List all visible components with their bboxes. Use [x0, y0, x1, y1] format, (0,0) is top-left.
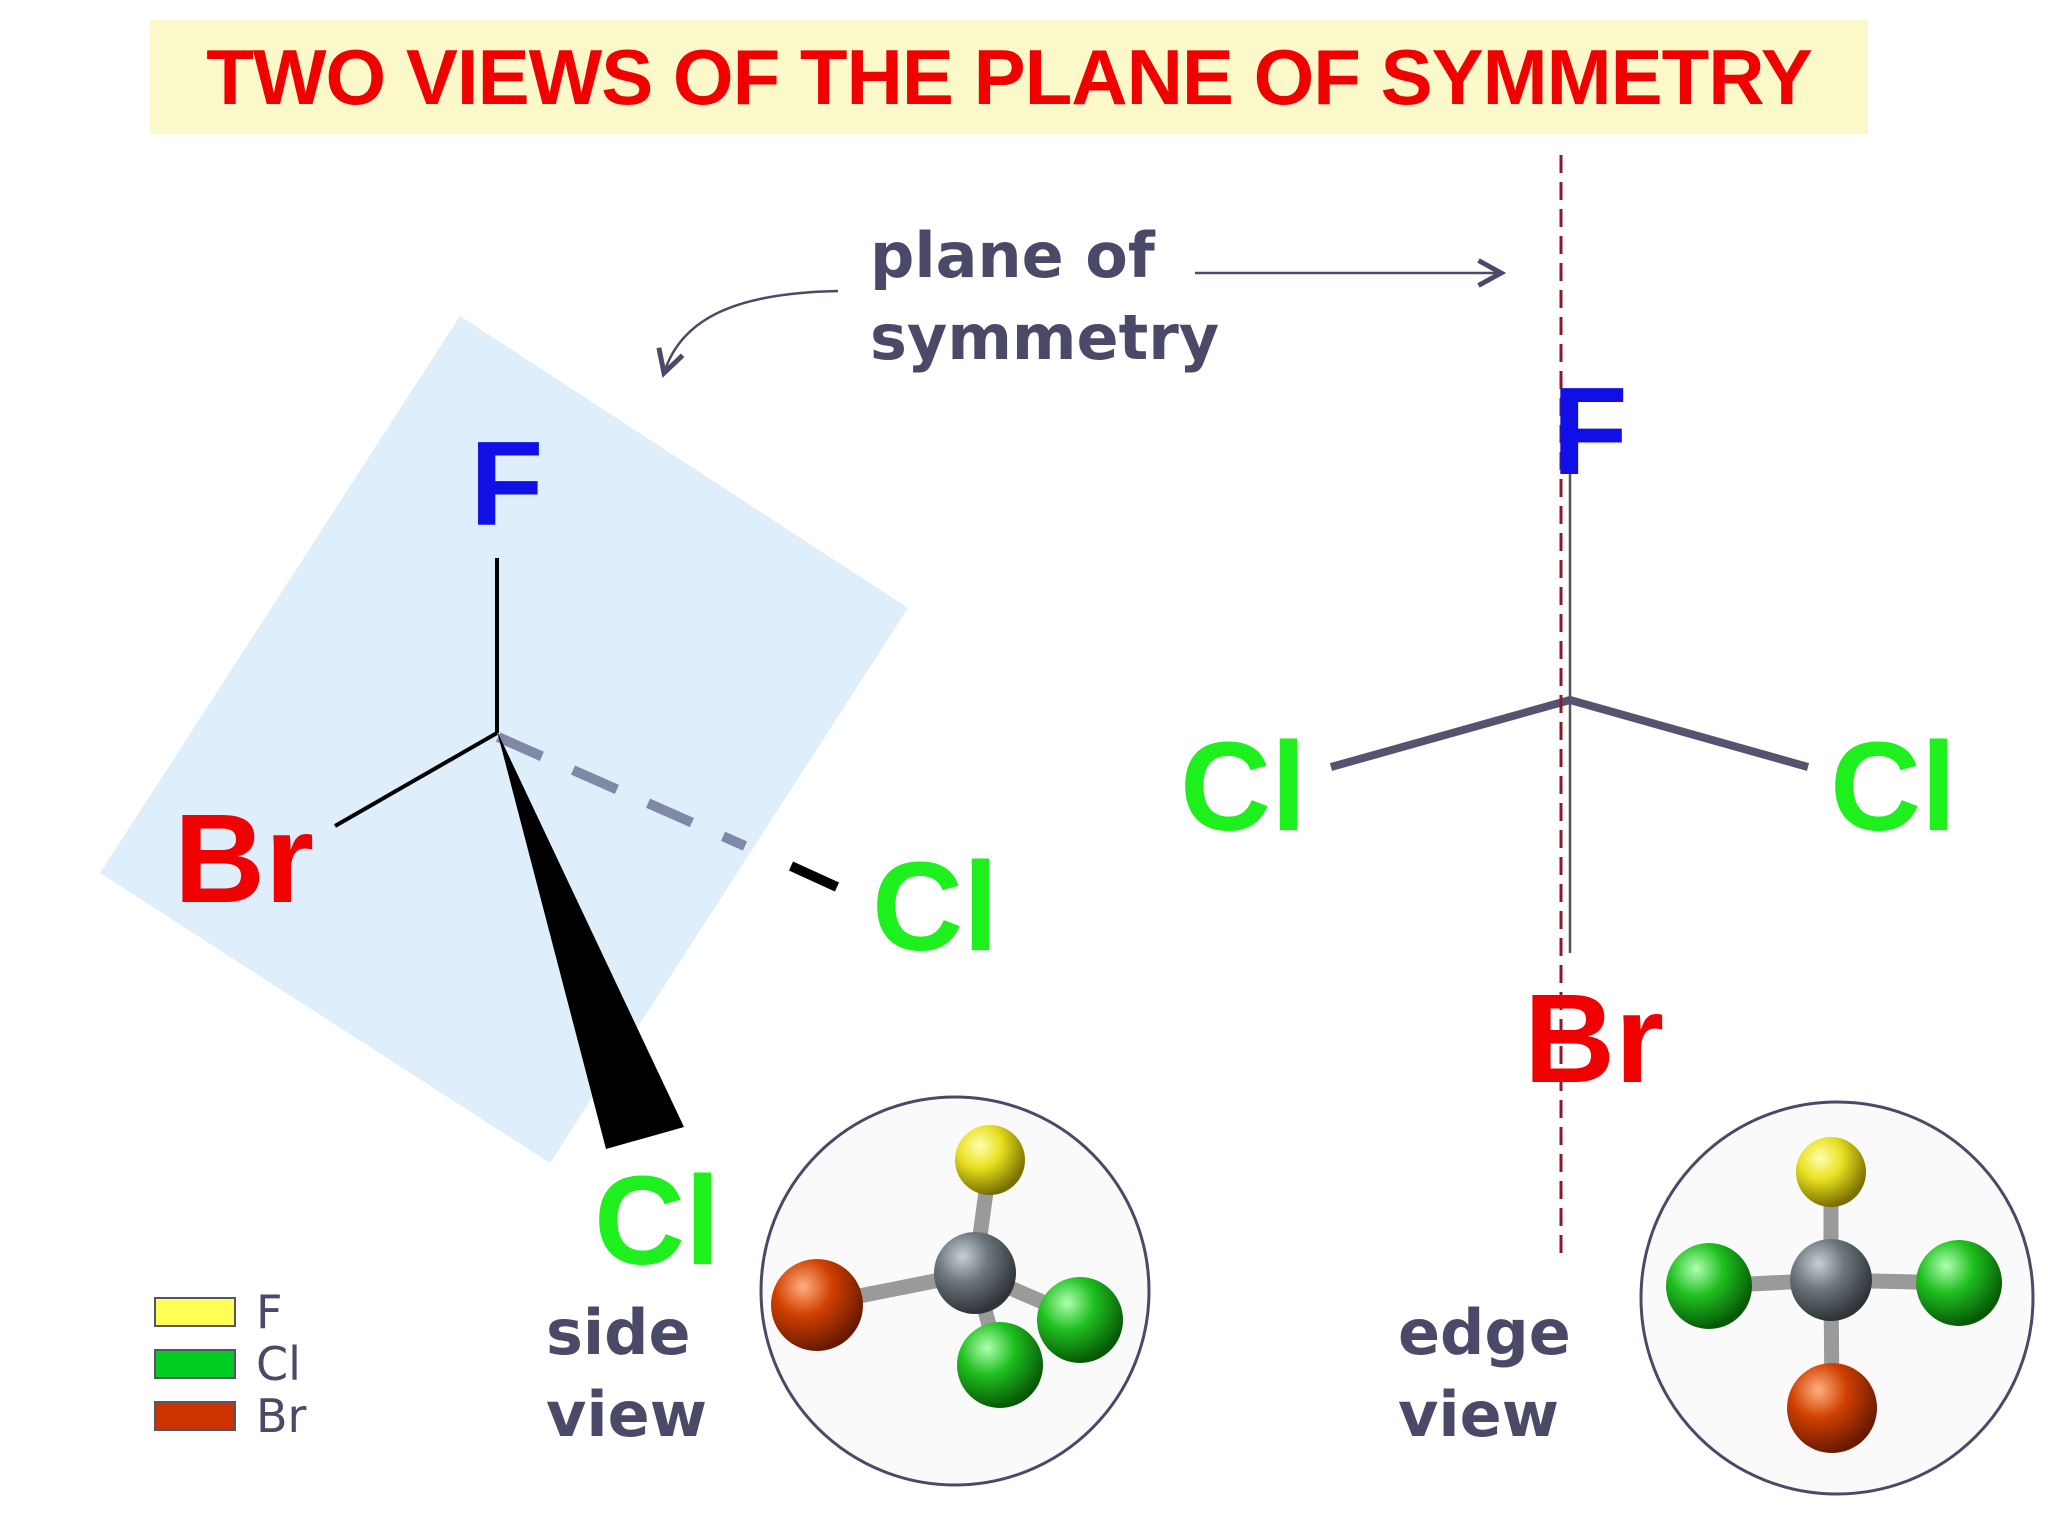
- model-atom-f: [955, 1125, 1025, 1195]
- legend-item-f: F: [154, 1285, 282, 1339]
- legend-item-br: Br: [154, 1389, 306, 1443]
- bond-edge-c-cl-left: [1329, 696, 1572, 771]
- page-title: TWO VIEWS OF THE PLANE OF SYMMETRY: [206, 32, 1812, 121]
- bond-c-cl-dashed: [495, 732, 748, 851]
- ball-stick-model-side: [759, 1095, 1151, 1487]
- side-view-caption-line1: side: [546, 1296, 691, 1369]
- edge-view-caption: edge view: [1398, 1292, 1571, 1456]
- ball-stick-model-edge: [1639, 1100, 2035, 1496]
- side-atom-cl-back: Cl: [872, 836, 998, 977]
- edge-atom-br: Br: [1524, 968, 1665, 1109]
- edge-atom-f: F: [1552, 363, 1628, 501]
- model-atom-c: [934, 1232, 1016, 1314]
- model-atom-br: [771, 1259, 863, 1351]
- side-view-caption-line2: view: [546, 1378, 707, 1451]
- model-atom-c: [1790, 1239, 1872, 1321]
- legend-item-cl: Cl: [154, 1337, 301, 1391]
- legend-swatch-cl: [154, 1349, 236, 1379]
- model-atom-br: [1787, 1363, 1877, 1453]
- legend-label-br: Br: [256, 1389, 307, 1443]
- model-atom-f: [1796, 1137, 1866, 1207]
- title-banner: [150, 20, 1868, 134]
- bond-c-cl-wedge: [497, 731, 684, 1149]
- legend-label-cl: Cl: [256, 1337, 301, 1391]
- model-atom-cl: [1037, 1277, 1123, 1363]
- plane-annotation-line1: plane of: [870, 219, 1155, 292]
- plane-annotation-line2: symmetry: [870, 301, 1220, 374]
- edge-view-caption-line1: edge: [1398, 1296, 1571, 1369]
- model-atom-cl: [1666, 1243, 1752, 1329]
- edge-atom-cl-right: Cl: [1830, 716, 1956, 857]
- side-atom-br: Br: [174, 788, 315, 929]
- plane-annotation: plane of symmetry: [870, 215, 1219, 379]
- legend-swatch-f: [154, 1297, 236, 1327]
- arrow-to-side-plane: [664, 289, 839, 373]
- bond-c-cl-dash-end: [788, 861, 840, 892]
- bond-c-br: [334, 731, 498, 828]
- side-atom-cl-front: Cl: [594, 1150, 720, 1291]
- model-atom-cl: [957, 1322, 1043, 1408]
- edge-view-caption-line2: view: [1398, 1378, 1559, 1451]
- bond-edge-c-cl-right: [1568, 696, 1810, 771]
- legend-swatch-br: [154, 1401, 236, 1431]
- model-atom-cl: [1916, 1240, 2002, 1326]
- edge-atom-cl-left: Cl: [1180, 716, 1306, 857]
- legend-label-f: F: [256, 1285, 283, 1339]
- side-atom-f: F: [470, 417, 544, 551]
- side-view-caption: side view: [546, 1292, 707, 1456]
